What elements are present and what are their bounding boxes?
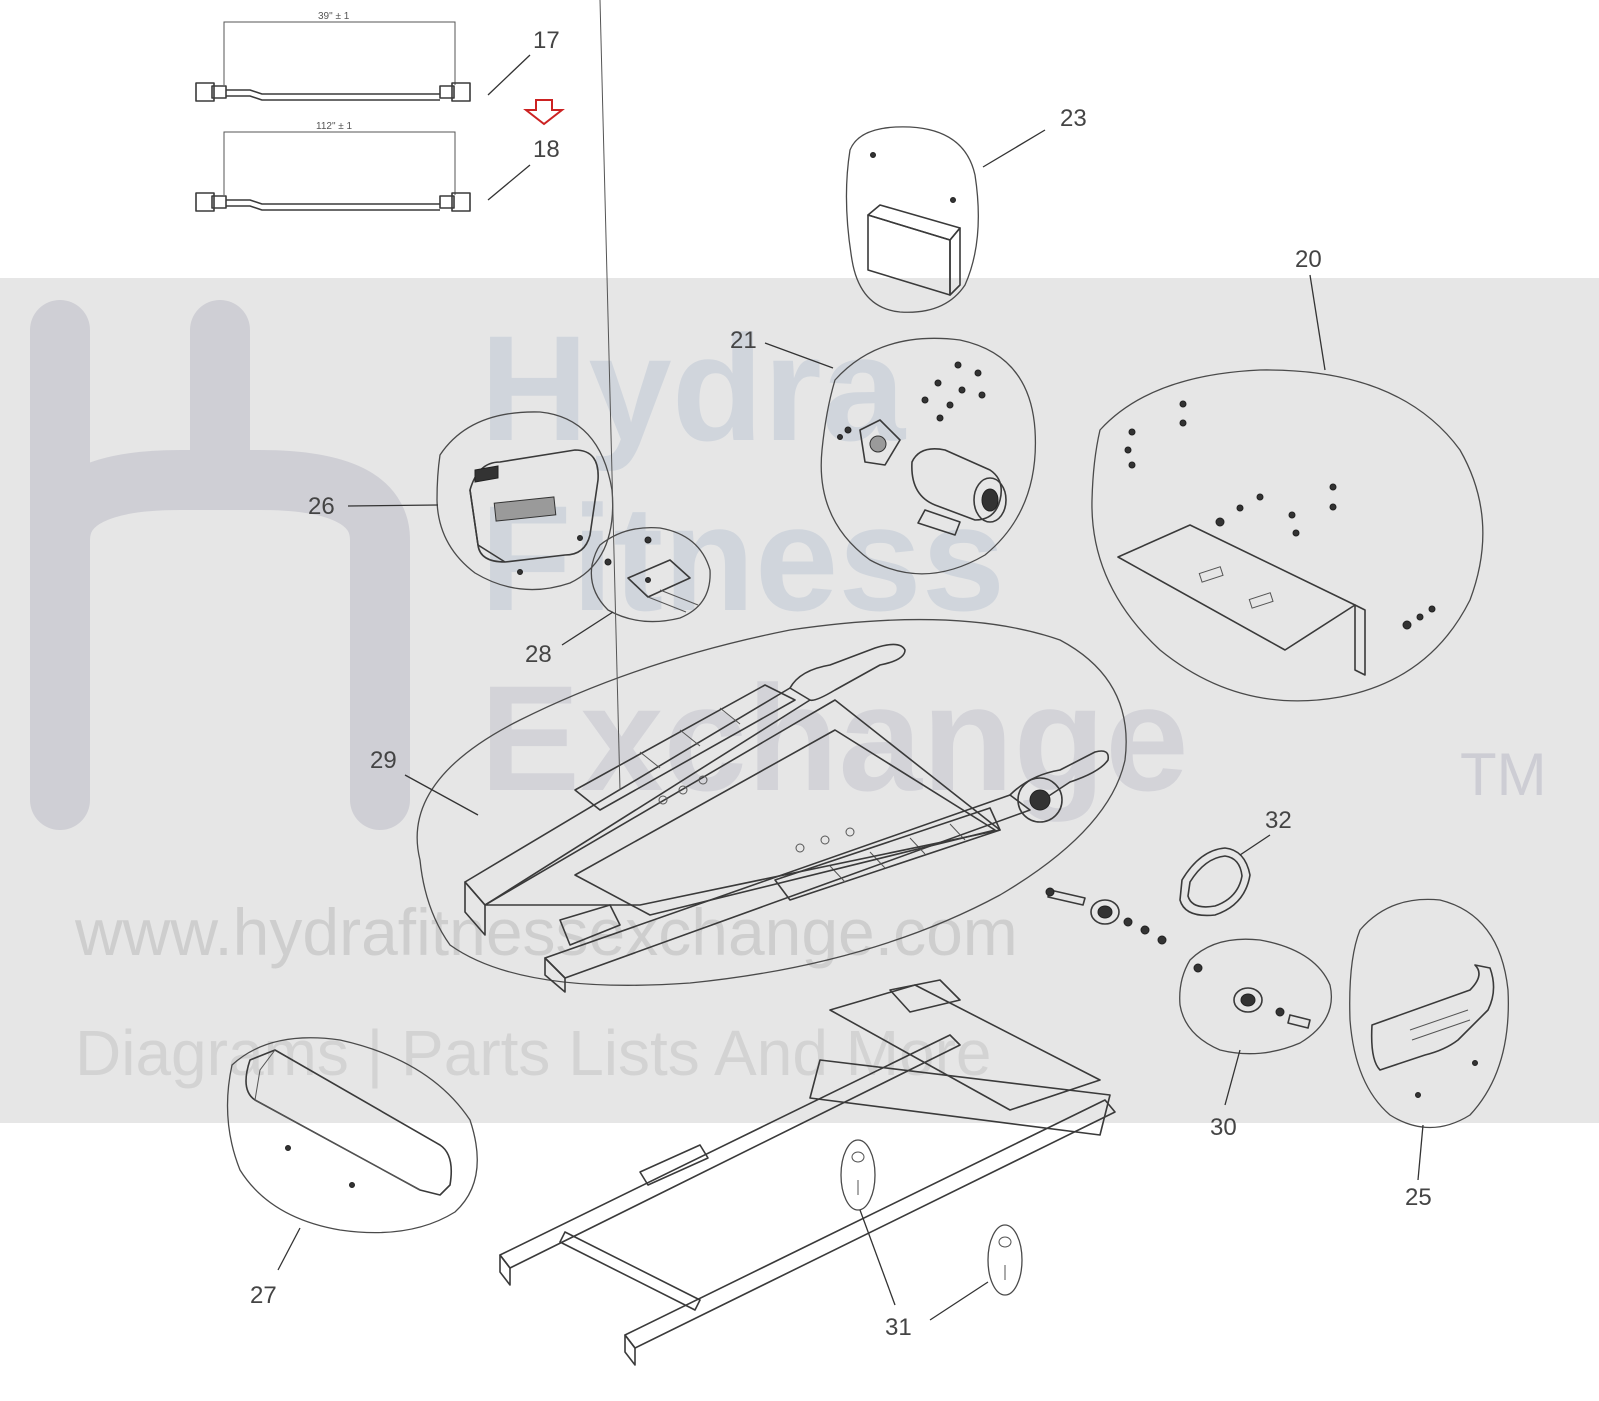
part-17-cable: 39" ± 1 17	[195, 11, 560, 102]
front-roller-hardware	[1045, 887, 1167, 945]
callout-17: 17	[533, 27, 560, 54]
cable-17-dimension: 39" ± 1	[318, 11, 350, 22]
watermark-band	[0, 278, 1599, 1123]
part-21-motor: 21	[730, 327, 1037, 575]
watermark-url: www.hydrafitnessexchange.com	[74, 895, 1018, 969]
watermark-brand-line-1: Hydra	[480, 304, 907, 472]
callout-31: 31	[885, 1314, 912, 1341]
deck-left-rail	[464, 0, 906, 936]
callout-30: 30	[1210, 1114, 1237, 1141]
callout-32: 32	[1265, 807, 1292, 834]
watermark-brand-line-3: Exchange	[480, 654, 1189, 822]
part-18-cable: 112" ± 1 18	[195, 99, 565, 212]
watermark-trademark: TM	[1460, 741, 1547, 808]
callout-20: 20	[1295, 246, 1322, 273]
part-30-rear-roller: 30	[1179, 938, 1332, 1141]
part-29-deck-assembly: 29	[370, 0, 1127, 993]
part-25-right-end-cap: 25	[1349, 898, 1509, 1211]
watermark: Hydra Fitness Exchange TM www.hydrafitne…	[0, 278, 1599, 1123]
part-32-drive-belt: 32	[1179, 807, 1292, 917]
watermark-tagline: Diagrams | Parts Lists And More	[75, 1017, 992, 1089]
plate-hardware	[1124, 400, 1436, 630]
part-31-leveling-feet: 31	[840, 1139, 1023, 1341]
callout-21: 21	[730, 327, 757, 354]
down-arrow-icon	[523, 99, 565, 126]
part-23-controller: 23	[845, 105, 1087, 313]
watermark-brand-line-2: Fitness	[480, 474, 1005, 642]
part-26-motor-hood: 26	[308, 411, 614, 591]
callout-29: 29	[370, 747, 397, 774]
callout-23: 23	[1060, 105, 1087, 132]
deck-right-rail	[544, 750, 1110, 993]
watermark-logo	[30, 300, 410, 830]
callout-27: 27	[250, 1282, 277, 1309]
part-28-bracket: 28	[525, 526, 711, 668]
callout-28: 28	[525, 641, 552, 668]
part-20-mounting-plate: 20	[1091, 246, 1484, 702]
base-frame	[499, 979, 1116, 1366]
part-27-left-end-cap: 27	[226, 1037, 478, 1309]
cable-18-dimension: 112" ± 1	[316, 121, 353, 132]
callout-26: 26	[308, 493, 335, 520]
motor-hardware	[921, 361, 986, 422]
deck-belt	[484, 699, 1063, 946]
callout-25: 25	[1405, 1184, 1432, 1211]
callout-18: 18	[533, 136, 560, 163]
